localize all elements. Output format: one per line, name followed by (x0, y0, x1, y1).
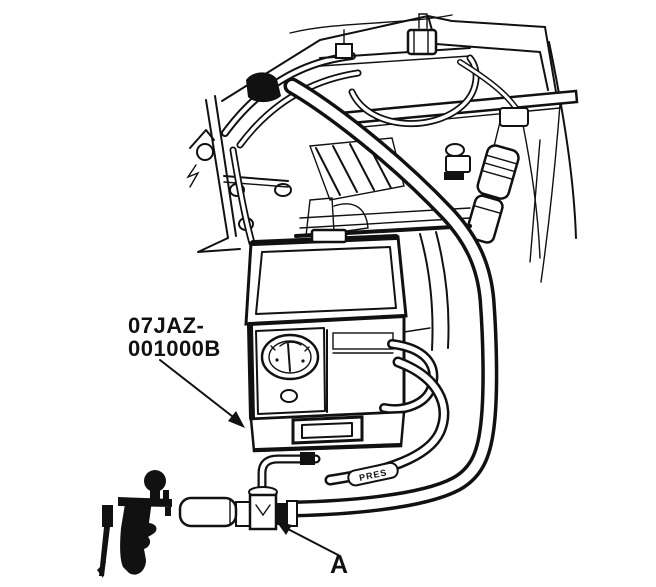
part-number-arrow (159, 359, 245, 428)
callout-a: A (276, 521, 348, 579)
part-number-callout: 07JAZ- 001000B (128, 313, 245, 428)
callout-a-text: A (330, 551, 348, 579)
case-lid (244, 228, 408, 326)
pump-hose (178, 496, 238, 528)
part-number-line1: 07JAZ- (128, 313, 204, 338)
case-handle (249, 410, 406, 453)
gauge-knob (280, 389, 298, 403)
pres-hose: PRES (324, 356, 450, 487)
engine-bay-illustration (186, 13, 579, 351)
pressure-hose-loop (283, 77, 499, 518)
vacuum-gauge-dial (260, 333, 320, 403)
hand-vacuum-pump-icon (97, 470, 172, 578)
part-number-line2: 001000B (128, 336, 221, 361)
hose-tag: PRES (347, 461, 399, 487)
t-fitting (235, 486, 298, 531)
elbow-tube (257, 452, 321, 502)
callout-a-arrow (276, 521, 341, 557)
hose-clamp (300, 452, 315, 465)
vacuum-gauge-kit-case (244, 228, 439, 453)
